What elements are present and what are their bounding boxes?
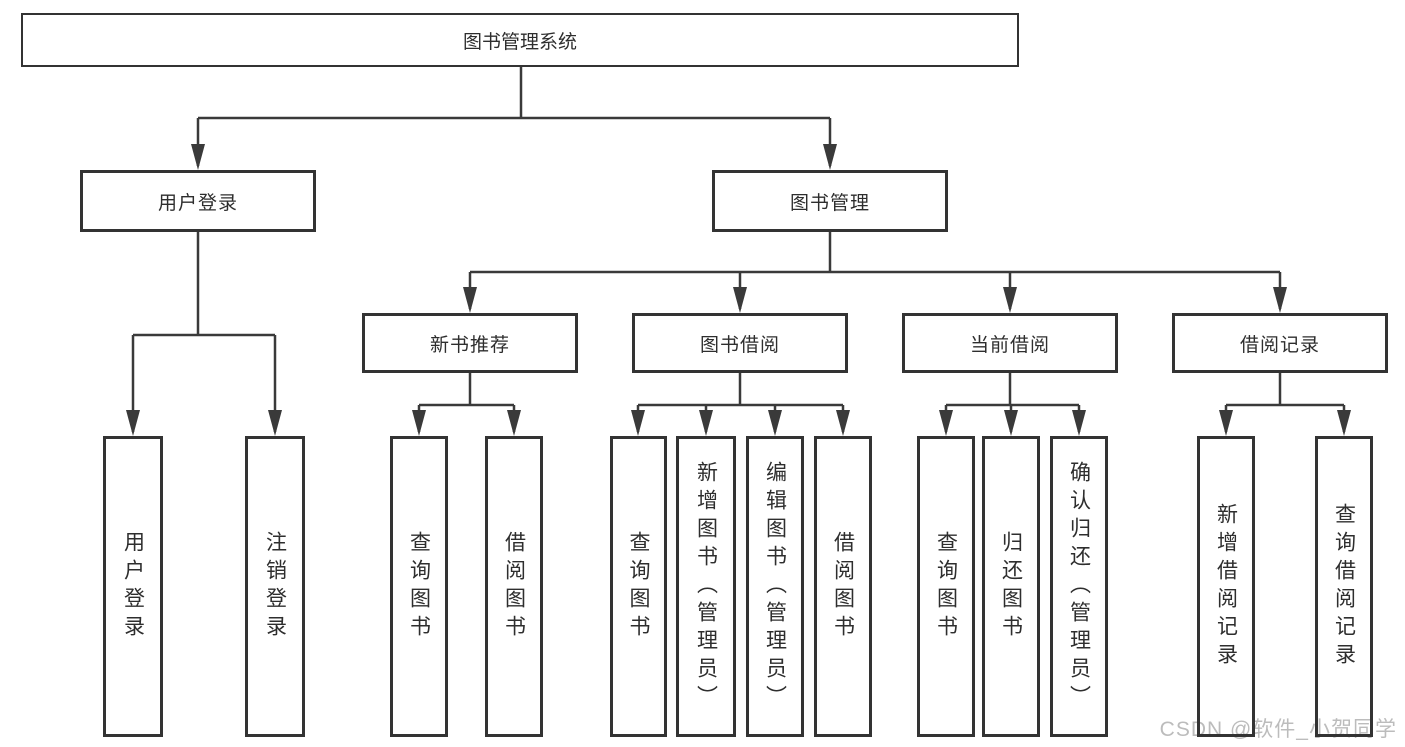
node-borrow-records-label: 借阅记录 (1239, 334, 1320, 356)
node-new-book-recommend: 新书推荐 (362, 313, 578, 373)
connector-paths (131, 67, 1346, 432)
leaf-confirm-return-admin: 确认归还（管理员） (1050, 436, 1108, 737)
leaf-query-books-current: 查询图书 (917, 436, 975, 737)
node-book-management-label: 图书管理 (789, 192, 870, 214)
leaf-user-login-label: 用户登录 (121, 530, 145, 643)
leaf-borrow-books-recommend: 借阅图书 (485, 436, 543, 737)
leaf-borrow-books: 借阅图书 (814, 436, 872, 737)
leaf-query-borrow-record-label: 查询借阅记录 (1332, 502, 1356, 671)
leaf-add-borrow-record-label: 新增借阅记录 (1214, 502, 1238, 671)
leaf-logout-label: 注销登录 (263, 530, 287, 643)
leaf-return-books: 归还图书 (982, 436, 1040, 737)
leaf-query-books-borrow-label: 查询图书 (627, 530, 650, 643)
leaf-add-borrow-record: 新增借阅记录 (1197, 436, 1255, 737)
leaf-return-books-label: 归还图书 (999, 530, 1023, 643)
leaf-confirm-return-admin-label: 确认归还（管理员） (1067, 460, 1091, 713)
leaf-query-borrow-record: 查询借阅记录 (1315, 436, 1373, 737)
leaf-query-books-recommend-label: 查询图书 (407, 530, 431, 643)
leaf-add-books-admin: 新增图书（管理员） (676, 436, 736, 737)
node-new-book-recommend-label: 新书推荐 (429, 334, 510, 356)
node-book-borrow-label: 图书借阅 (699, 334, 780, 356)
node-book-borrow: 图书借阅 (632, 313, 848, 373)
leaf-user-login: 用户登录 (103, 436, 163, 737)
leaf-logout: 注销登录 (245, 436, 305, 737)
leaf-query-books-current-label: 查询图书 (934, 530, 958, 643)
node-borrow-records: 借阅记录 (1172, 313, 1388, 373)
leaf-borrow-books-label: 借阅图书 (831, 530, 855, 643)
node-root-system-label: 图书管理系统 (462, 31, 577, 53)
leaf-query-books-recommend: 查询图书 (390, 436, 448, 737)
node-root-system: 图书管理系统 (21, 13, 1019, 67)
leaf-borrow-books-recommend-label: 借阅图书 (502, 530, 526, 643)
node-current-borrow-label: 当前借阅 (969, 334, 1050, 356)
leaf-edit-books-admin-label: 编辑图书（管理员） (763, 460, 787, 713)
csdn-watermark: CSDN @软件_小贺同学 (1159, 718, 1397, 741)
node-user-login-label: 用户登录 (157, 192, 238, 214)
node-user-login: 用户登录 (80, 170, 316, 232)
leaf-add-books-admin-label: 新增图书（管理员） (694, 460, 718, 713)
leaf-edit-books-admin: 编辑图书（管理员） (746, 436, 804, 737)
leaf-query-books-borrow: 查询图书 (610, 436, 667, 737)
node-current-borrow: 当前借阅 (902, 313, 1118, 373)
node-book-management: 图书管理 (712, 170, 948, 232)
